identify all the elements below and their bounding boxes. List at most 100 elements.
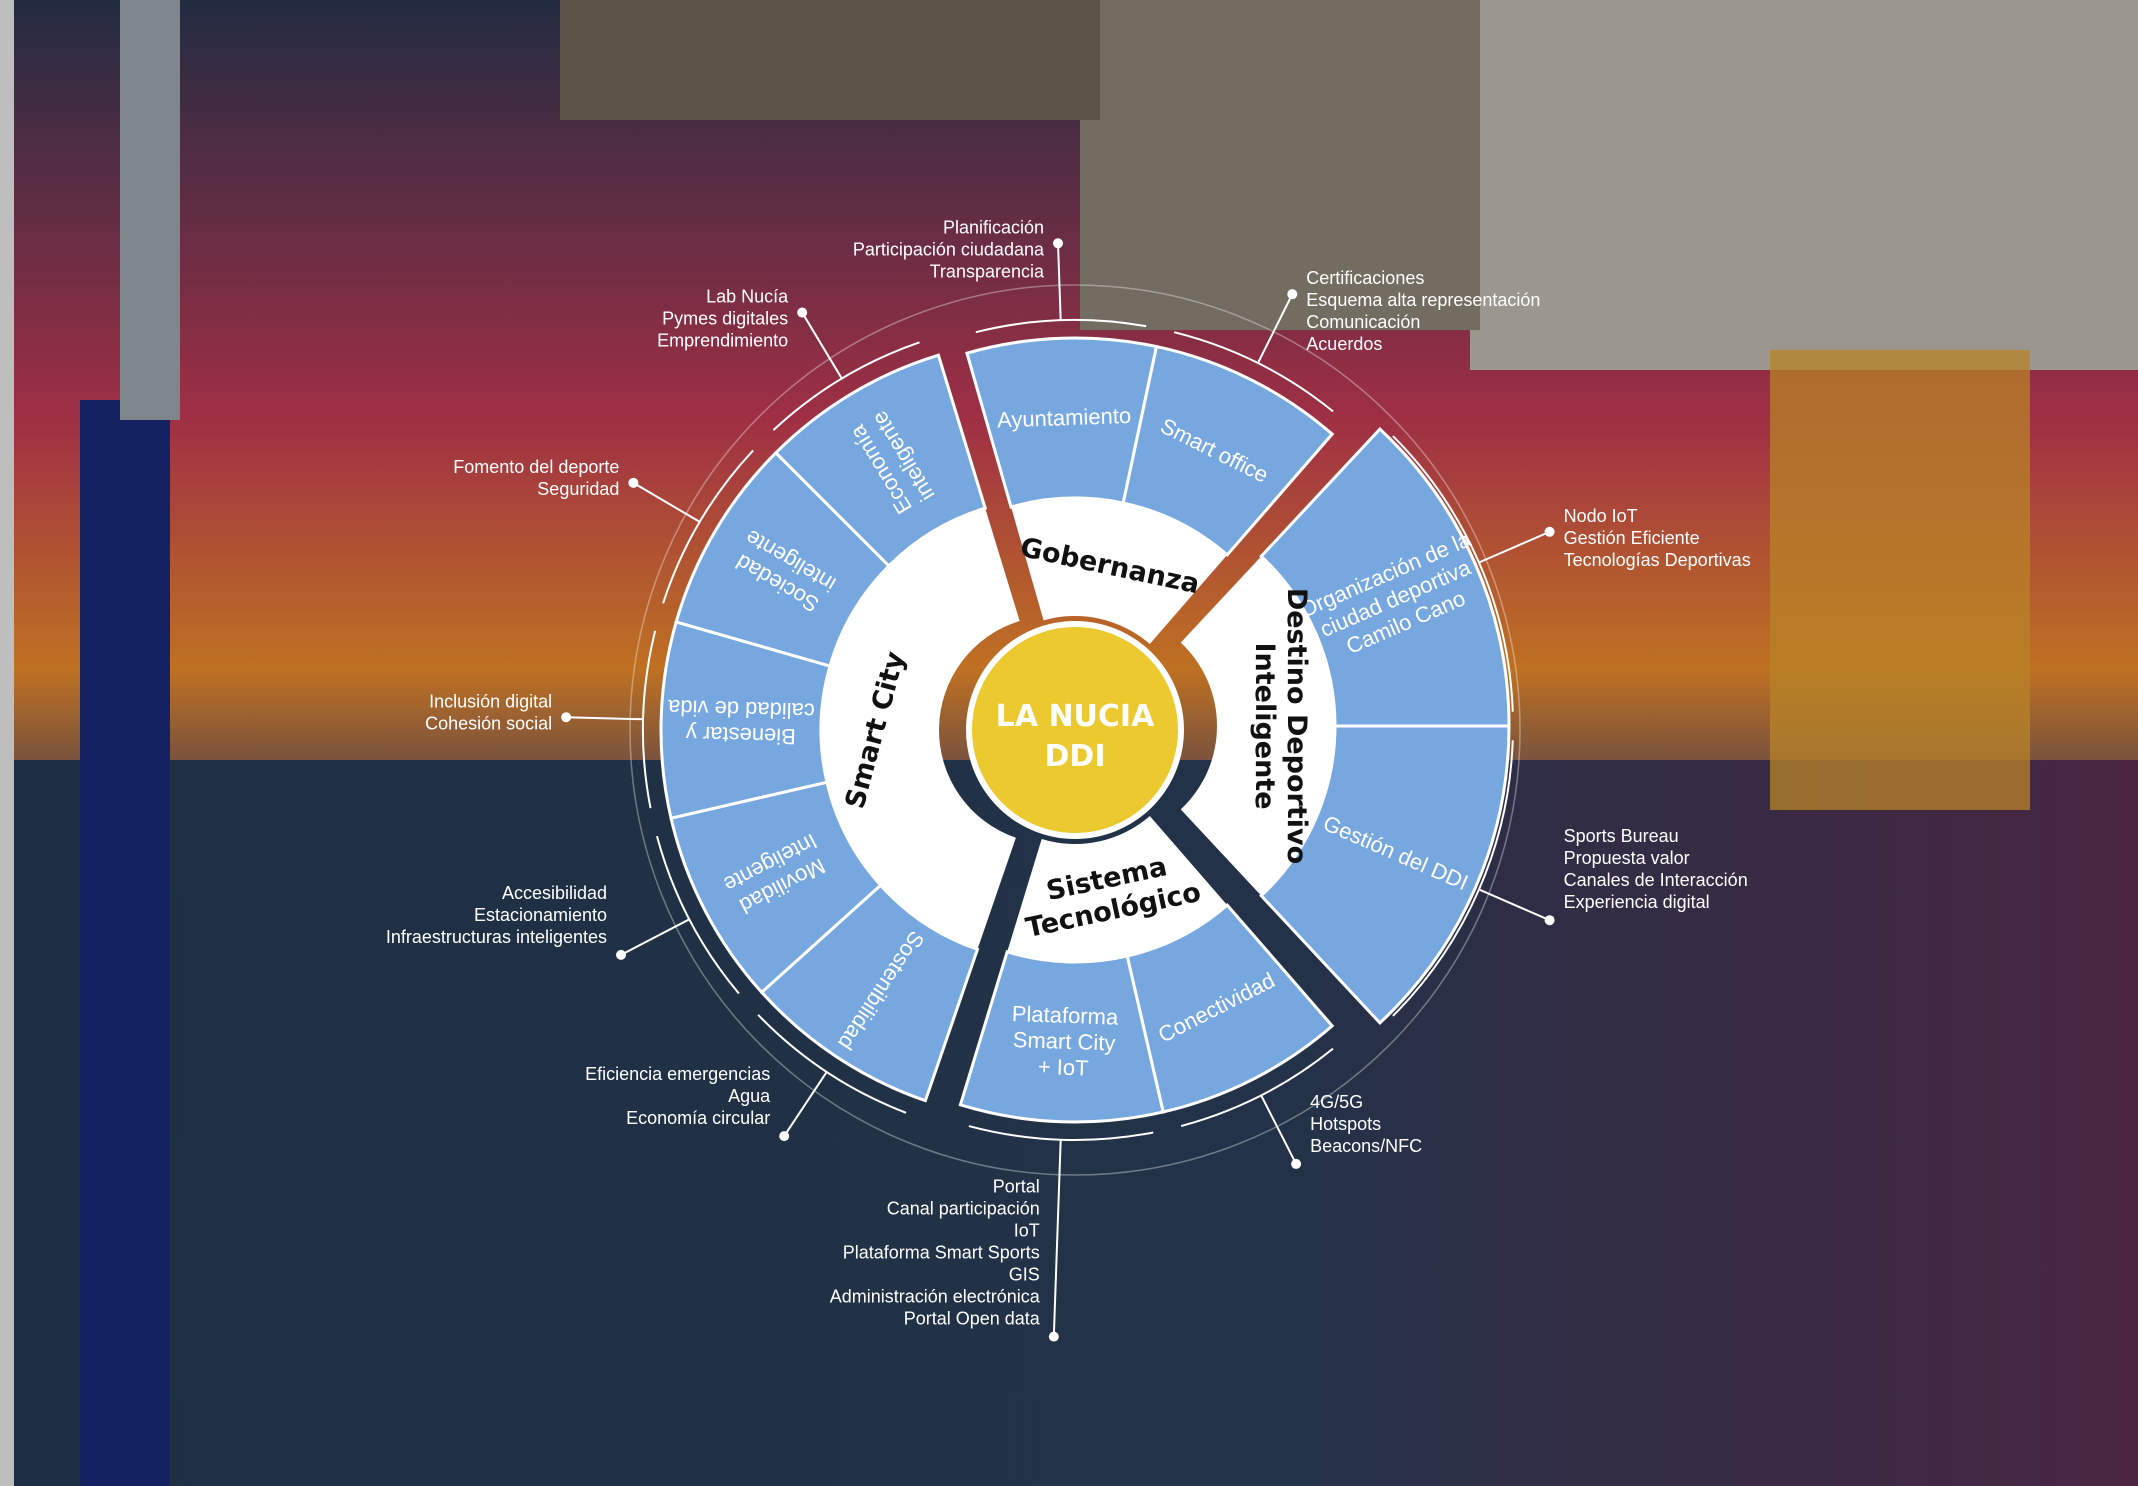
item-text: Accesibilidad — [502, 883, 607, 903]
leader-dot — [1048, 1331, 1059, 1342]
item-text: Acuerdos — [1306, 334, 1382, 354]
item-text: Infraestructuras inteligentes — [386, 927, 607, 947]
item-text: Cohesión social — [425, 713, 552, 733]
leader-line-economia — [801, 312, 843, 380]
leader-line-organizacion — [1478, 530, 1551, 564]
item-text: Esquema alta representación — [1306, 290, 1540, 310]
item-text: Portal Open data — [904, 1309, 1041, 1329]
bracket-conectividad — [1180, 1047, 1334, 1127]
leader-dot — [1544, 915, 1555, 926]
item-text: Eficiencia emergencias — [585, 1064, 770, 1084]
item-text: Agua — [728, 1086, 771, 1106]
bracket-plataforma — [968, 1125, 1154, 1141]
bracket-sostenibilidad — [757, 1014, 907, 1114]
section-ring-sistema — [1007, 816, 1228, 962]
section-label-destino: Destino DeportivoInteligente — [1249, 588, 1312, 864]
leader-dot — [628, 477, 639, 488]
leader-dot — [561, 712, 572, 723]
item-text: Estacionamiento — [474, 905, 607, 925]
item-text: GIS — [1009, 1265, 1040, 1285]
leader-line-sociedad — [632, 481, 701, 523]
leader-dot — [1053, 238, 1064, 249]
leader-line-sostenibilidad — [783, 1071, 828, 1137]
leader-line-conectividad — [1260, 1094, 1297, 1165]
item-text: Canal participación — [887, 1199, 1040, 1219]
bracket-sociedad — [662, 449, 754, 604]
item-text: Sports Bureau — [1564, 826, 1679, 846]
item-text: Certificaciones — [1306, 268, 1424, 288]
leader-line-smart_office — [1257, 293, 1294, 364]
item-text: Hotspots — [1310, 1114, 1381, 1134]
item-text: Gestión Eficiente — [1564, 528, 1700, 548]
item-text: Planificación — [943, 217, 1044, 237]
section-label-line: Inteligente — [1249, 642, 1280, 809]
bracket-gestion_ddi — [1392, 740, 1514, 1017]
center-title-line2: DDI — [1045, 739, 1106, 774]
bracket-organizacion — [1392, 435, 1514, 712]
bracket-smart_office — [1173, 331, 1334, 413]
item-text: Nodo IoT — [1564, 506, 1638, 526]
segment-label-bienestar: Bienestar ycalidad de vida — [666, 695, 815, 750]
leader-line-ayuntamiento — [1057, 243, 1062, 321]
segment-label-ayuntamiento: Ayuntamiento — [997, 403, 1132, 433]
item-text: Portal — [993, 1177, 1040, 1197]
leader-dot — [616, 949, 627, 960]
item-text: Lab Nucía — [706, 287, 789, 307]
item-text: IoT — [1014, 1221, 1040, 1241]
item-text: Beacons/NFC — [1310, 1136, 1422, 1156]
item-text: Experiencia digital — [1564, 892, 1710, 912]
item-text: Inclusión digital — [429, 691, 552, 711]
item-text: Propuesta valor — [1564, 848, 1690, 868]
segment-label-line: Plataforma — [1011, 1001, 1119, 1030]
item-text: Seguridad — [537, 479, 619, 499]
segment-label-line: Bienestar y — [685, 721, 796, 749]
item-text: Participación ciudadana — [853, 239, 1045, 259]
item-text: Plataforma Smart Sports — [843, 1243, 1040, 1263]
bracket-ayuntamiento — [975, 319, 1147, 334]
leader-dot — [1291, 1158, 1302, 1169]
leader-dot — [1287, 289, 1298, 300]
item-text: Emprendimiento — [657, 331, 788, 351]
item-text: 4G/5G — [1310, 1092, 1363, 1112]
segment-label-line: Ayuntamiento — [997, 403, 1132, 433]
section-ring-gobernanza — [1011, 497, 1228, 644]
leader-dot — [797, 307, 808, 318]
item-text: Tecnologías Deportivas — [1564, 550, 1751, 570]
section-label-line: Destino Deportivo — [1281, 588, 1312, 864]
item-text: Canales de Interacción — [1564, 870, 1748, 890]
section-ring-smart_city — [821, 508, 1020, 950]
leader-line-gestion_ddi — [1478, 888, 1551, 922]
bracket-bienestar — [642, 630, 657, 809]
center-circle — [966, 621, 1184, 839]
outer-guide-circle — [629, 284, 1521, 1176]
leader-line-plataforma — [1052, 1139, 1062, 1337]
item-text: Transparencia — [930, 261, 1045, 281]
leader-dot — [779, 1131, 790, 1142]
leader-dot — [1544, 526, 1555, 537]
segment-label-line: calidad de vida — [667, 695, 815, 724]
item-text: Comunicación — [1306, 312, 1420, 332]
leader-line-bienestar — [566, 716, 644, 721]
bracket-movilidad — [656, 835, 740, 995]
segment-label-line: + IoT — [1037, 1054, 1089, 1081]
section-ring-destino — [1180, 556, 1336, 896]
item-text: Pymes digitales — [662, 309, 788, 329]
item-text: Administración electrónica — [830, 1287, 1041, 1307]
item-text: Economía circular — [626, 1108, 770, 1128]
leader-line-movilidad — [620, 918, 690, 956]
segment-label-line: Smart City — [1012, 1027, 1115, 1056]
center-title-line1: LA NUCIA — [996, 699, 1155, 734]
